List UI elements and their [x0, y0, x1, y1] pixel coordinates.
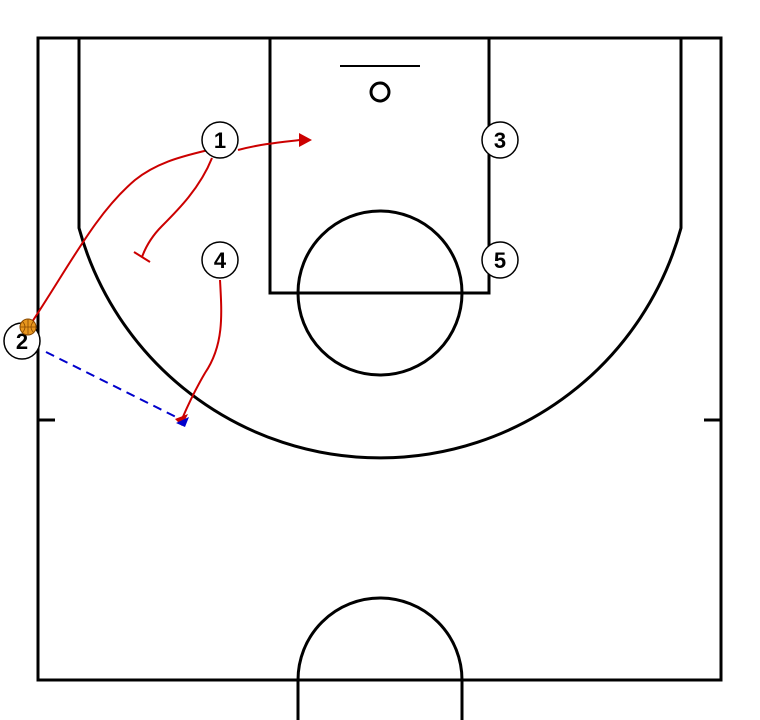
player-3[interactable]: 3: [481, 121, 519, 159]
player-1-label: 1: [214, 128, 226, 153]
player-1-cut-arrowhead: [299, 133, 312, 147]
play-actions: [29, 133, 312, 427]
player-4-cut-path: [181, 279, 223, 420]
player-4-label: 4: [214, 248, 227, 273]
player-1-screen-bar: [133, 251, 151, 263]
pass-2-to-4: [45, 351, 179, 419]
player-1[interactable]: 1: [201, 121, 239, 159]
court-boundary: [36, 36, 723, 682]
court-lines: [36, 36, 723, 720]
player-4-marker: [201, 241, 239, 279]
basketball-seams: [20, 319, 36, 335]
player-2-cut-path: [29, 149, 209, 326]
center-circle: [296, 596, 464, 681]
hoop: [369, 81, 391, 103]
player-3-marker: [481, 121, 519, 159]
player-4-cut-arrowhead: [175, 414, 188, 426]
center-circle-lower: [296, 680, 464, 720]
player-5[interactable]: 5: [481, 241, 519, 279]
pass-2-to-4-arrowhead: [176, 417, 189, 427]
player-2-label: 2: [16, 329, 28, 354]
player-5-marker: [481, 241, 519, 279]
player-4[interactable]: 4: [201, 241, 239, 279]
paint-lane: [268, 36, 491, 295]
player-1-cut-path: [237, 139, 301, 151]
player-2[interactable]: 2: [3, 318, 41, 360]
free-throw-circle: [296, 209, 464, 377]
player-3-label: 3: [494, 128, 506, 153]
player-1-marker: [201, 121, 239, 159]
players: 1 2 3 4 5: [3, 121, 519, 360]
three-point-line: [77, 38, 683, 460]
player-5-label: 5: [494, 248, 506, 273]
player-1-screen-path: [141, 157, 213, 258]
